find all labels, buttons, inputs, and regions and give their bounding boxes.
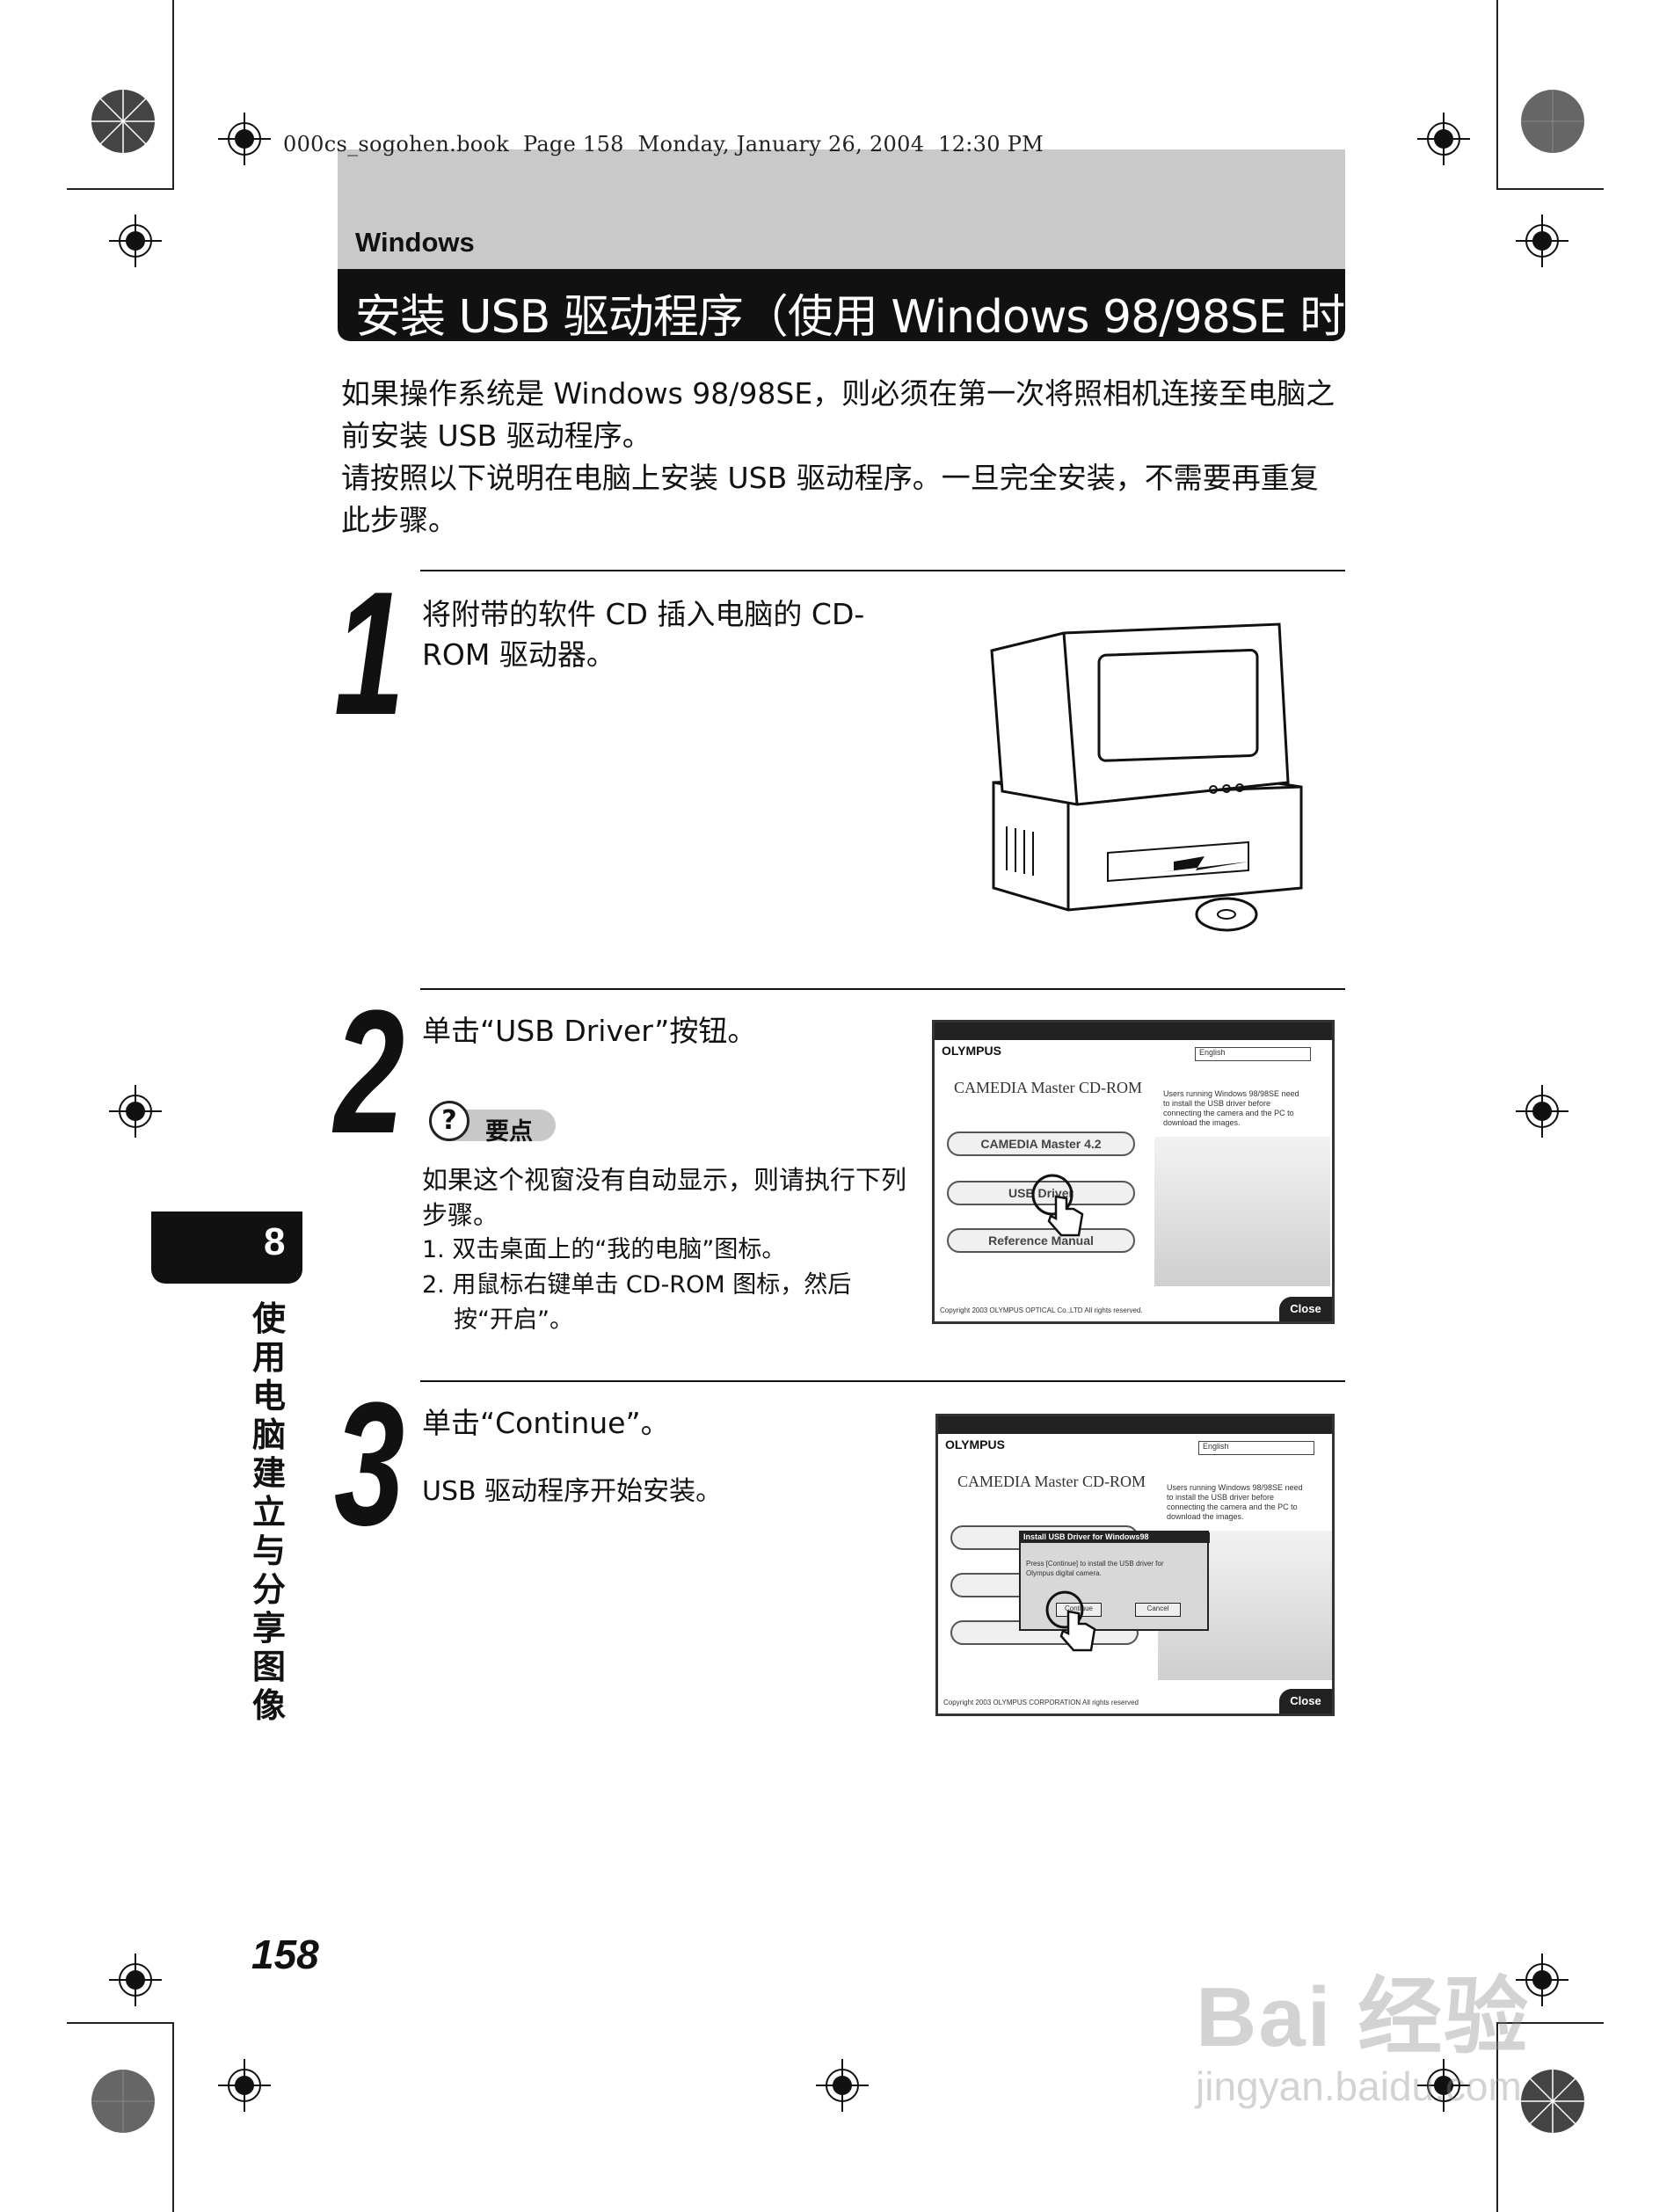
install-dialog-screenshot: OLYMPUS English CAMEDIA Master CD-ROM Us… — [935, 1414, 1335, 1716]
step-number: 3 — [334, 1366, 405, 1562]
title-bar — [338, 269, 1345, 341]
section-label: Windows — [355, 227, 475, 258]
step-number: 2 — [334, 974, 405, 1170]
book-info-line: 000cs_sogohen.book Page 158 Monday, Janu… — [283, 132, 1044, 156]
copyright-text: Copyright 2003 OLYMPUS OPTICAL Co.,LTD A… — [940, 1306, 1143, 1314]
language-select[interactable]: English — [1198, 1441, 1314, 1455]
cancel-button[interactable]: Cancel — [1135, 1603, 1181, 1617]
step-subtext: USB 驱动程序开始安装。 — [422, 1476, 723, 1507]
step-text: 单击“USB Driver”按钮。 — [422, 1014, 757, 1048]
watermark-logo: Bai 经验 — [1196, 1970, 1531, 2064]
product-title: CAMEDIA Master CD-ROM — [954, 1079, 1142, 1096]
intro-paragraph-2: 请按照以下说明在电脑上安装 USB 驱动程序。一旦完全安装，不需要再重复此步骤。 — [341, 461, 1319, 537]
registration-mark-icon — [816, 2059, 869, 2112]
registration-mark-icon — [109, 1954, 162, 2006]
step-divider — [420, 988, 1345, 990]
page-number: 158 — [251, 1932, 319, 1977]
step-text: 单击“Continue”。 — [422, 1406, 670, 1440]
step-number: 1 — [334, 556, 405, 752]
camedia-master-button[interactable]: CAMEDIA Master 4.2 — [947, 1131, 1135, 1156]
intro-paragraph-1: 如果操作系统是 Windows 98/98SE，则必须在第一次将照相机连接至电脑… — [341, 376, 1336, 453]
language-select[interactable]: English — [1195, 1047, 1311, 1061]
registration-mark-icon — [1516, 1085, 1568, 1138]
registration-mark-icon — [109, 1085, 162, 1138]
brand-logo: OLYMPUS — [945, 1437, 1005, 1452]
dialog-text: Press [Continue] to install the USB driv… — [1026, 1560, 1164, 1577]
gray-target-icon — [91, 2070, 155, 2133]
question-icon: ? — [429, 1101, 469, 1141]
copyright-text: Copyright 2003 OLYMPUS CORPORATION All r… — [943, 1699, 1139, 1706]
tip-intro: 如果这个视窗没有自动显示，则请执行下列步骤。 — [422, 1165, 907, 1230]
reference-manual-button[interactable]: Reference Manual — [947, 1228, 1135, 1253]
header-band — [338, 149, 1345, 269]
tip-note: 如果这个视窗没有自动显示，则请执行下列步骤。 1. 双击桌面上的“我的电脑”图标… — [422, 1162, 911, 1338]
registration-mark-icon — [1417, 2059, 1470, 2112]
info-text: Users running Windows 98/98SE need to in… — [1163, 1089, 1299, 1127]
close-button[interactable]: Close — [1279, 1689, 1332, 1714]
chapter-tab — [151, 1212, 302, 1284]
intro-text: 如果操作系统是 Windows 98/98SE，则必须在第一次将照相机连接至电脑… — [341, 373, 1347, 542]
computer-cd-illustration — [990, 622, 1303, 932]
step-divider — [420, 570, 1345, 571]
tip-item: 1. 双击桌面上的“我的电脑”图标。 — [422, 1236, 786, 1263]
registration-mark-icon — [1516, 1954, 1568, 2006]
watermark-url: jingyan.baidu.com — [1196, 2063, 1522, 2109]
star-target-icon — [91, 90, 155, 153]
registration-mark-icon — [218, 113, 271, 165]
window-titlebar — [938, 1416, 1332, 1434]
chapter-number: 8 — [264, 1220, 286, 1263]
registration-mark-icon — [109, 215, 162, 267]
window-titlebar — [935, 1022, 1332, 1040]
hand-cursor-icon — [1045, 1590, 1096, 1652]
dialog-title: Install USB Driver for Windows98 — [1021, 1532, 1210, 1543]
setup-window-screenshot: OLYMPUS English CAMEDIA Master CD-ROM Us… — [932, 1020, 1335, 1324]
registration-mark-icon — [218, 2059, 271, 2112]
star-target-icon — [1521, 2070, 1584, 2133]
chapter-title: 使用电脑建立与分享图像 — [251, 1299, 286, 1725]
product-title: CAMEDIA Master CD-ROM — [957, 1473, 1146, 1490]
hand-cursor-icon — [1031, 1174, 1084, 1237]
brand-logo: OLYMPUS — [942, 1044, 1001, 1058]
gray-target-icon — [1521, 90, 1584, 153]
page-title: 安装 USB 驱动程序（使用 Windows 98/98SE 时） — [355, 291, 1390, 344]
lavender-background — [1154, 1137, 1330, 1286]
info-text: Users running Windows 98/98SE need to in… — [1167, 1483, 1303, 1521]
tip-label: 要点 — [485, 1118, 533, 1146]
step-text: 将附带的软件 CD 插入电脑的 CD-ROM 驱动器。 — [422, 597, 865, 672]
install-dialog: Install USB Driver for Windows98 Press [… — [1019, 1531, 1210, 1631]
close-button[interactable]: Close — [1279, 1297, 1332, 1321]
tip-item: 2. 用鼠标右键单击 CD-ROM 图标，然后按“开启”。 — [422, 1271, 852, 1334]
registration-mark-icon — [1516, 215, 1568, 267]
registration-mark-icon — [1417, 113, 1470, 165]
step-divider — [420, 1380, 1345, 1382]
